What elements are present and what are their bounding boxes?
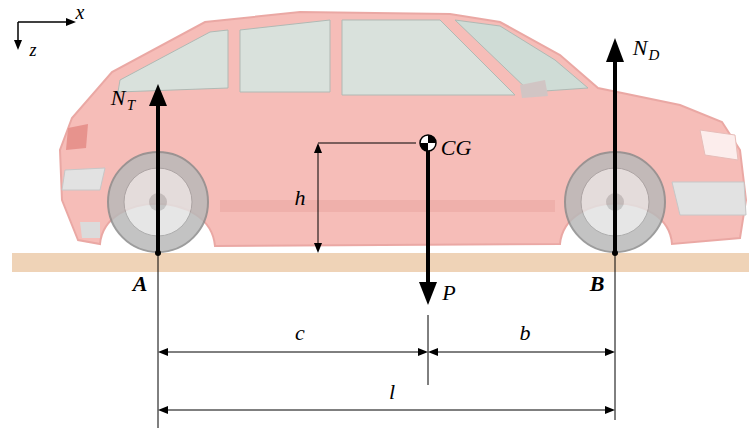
dimension-lines xyxy=(166,151,607,410)
cg-quarter xyxy=(428,135,436,143)
x-axis xyxy=(18,21,68,23)
front-bumper xyxy=(672,182,746,215)
axis-label: z xyxy=(29,41,36,59)
windshield xyxy=(455,20,588,92)
arrow-head xyxy=(149,84,167,106)
rear-window xyxy=(118,30,228,92)
wheels xyxy=(108,152,665,252)
contact-point xyxy=(612,250,618,256)
dimension-head xyxy=(158,348,168,356)
force-subscript: D xyxy=(649,48,660,63)
extension-line xyxy=(158,253,159,428)
cg-symbol xyxy=(420,135,436,151)
arrow-head xyxy=(606,38,624,62)
dimension-label: h xyxy=(295,187,306,209)
force-arrow xyxy=(426,150,430,286)
dimension-label: b xyxy=(520,322,531,344)
extension-line xyxy=(428,315,429,385)
dimension-label: c xyxy=(295,322,305,344)
force-arrow xyxy=(156,100,160,253)
dimension-head xyxy=(314,243,322,253)
dimension-head xyxy=(605,406,615,414)
dimension-head xyxy=(418,348,428,356)
dimension-line xyxy=(436,352,607,353)
car-windows xyxy=(118,20,588,98)
point-label: A xyxy=(133,273,148,295)
axes xyxy=(18,22,68,42)
car-shell xyxy=(60,12,746,246)
point-label: CG xyxy=(441,137,472,159)
rear-door-window xyxy=(240,20,330,92)
extension-lines xyxy=(158,143,615,428)
extension-line xyxy=(615,253,616,420)
side-strip xyxy=(220,200,555,212)
mirror xyxy=(520,80,548,98)
dimension-head xyxy=(605,348,615,356)
force-label: P xyxy=(442,282,455,304)
z-axis xyxy=(17,22,19,42)
force-label: N xyxy=(633,37,648,59)
dimension-head xyxy=(428,348,438,356)
x-axis-head xyxy=(66,18,76,26)
cg-quarter xyxy=(420,143,428,151)
cg-circle xyxy=(420,135,436,151)
force-arrow xyxy=(613,58,617,253)
rear-bumper xyxy=(62,168,105,190)
dimension-line xyxy=(166,352,420,353)
force-subscript: T xyxy=(127,98,135,113)
point-label: B xyxy=(590,273,605,295)
dimension-label: l xyxy=(389,381,395,403)
z-axis-head xyxy=(14,40,22,50)
dimension-line xyxy=(166,410,607,411)
force-label: N xyxy=(111,87,126,109)
extension-line xyxy=(318,143,416,144)
dimension-line xyxy=(318,151,319,245)
axis-label: x xyxy=(76,2,85,22)
dimension-heads xyxy=(158,143,615,414)
dimension-head xyxy=(314,143,322,153)
ground-band xyxy=(12,253,749,272)
headlight xyxy=(700,130,738,160)
tail-light xyxy=(66,124,88,150)
dimension-head xyxy=(158,406,168,414)
car-body xyxy=(60,12,746,246)
contact-point xyxy=(155,250,161,256)
arrow-head xyxy=(419,282,437,305)
rear-skirt xyxy=(80,222,100,238)
